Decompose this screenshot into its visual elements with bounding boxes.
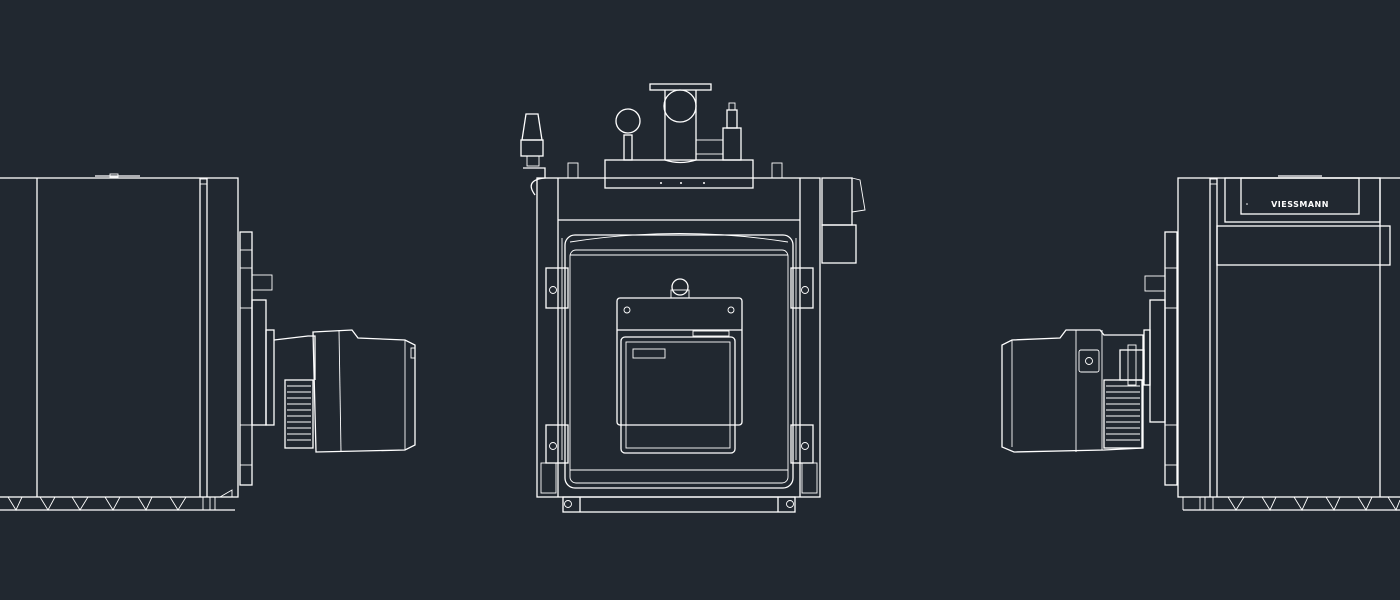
safety-valve xyxy=(520,113,546,196)
brand-logo: VIESSMANN xyxy=(1271,200,1329,209)
boiler-body xyxy=(1177,175,1400,498)
front-view xyxy=(520,83,866,513)
inspection-door xyxy=(616,278,743,454)
burner-mount-plate xyxy=(239,231,273,486)
boiler-base-feet xyxy=(1182,496,1400,511)
control-box xyxy=(821,177,866,264)
burner xyxy=(1001,329,1145,453)
flue-pipe xyxy=(649,83,724,164)
hinge-brackets xyxy=(540,267,818,494)
front-base xyxy=(562,496,796,513)
logo-panel: VIESSMANN xyxy=(1216,177,1391,266)
air-vent-valve xyxy=(722,102,742,161)
boiler-body xyxy=(0,173,239,498)
boiler-base-feet xyxy=(0,489,235,511)
left-side-view xyxy=(0,173,416,511)
right-side-view: VIESSMANN xyxy=(1001,175,1400,511)
pressure-gauge xyxy=(615,108,641,161)
burner xyxy=(265,329,416,453)
top-fittings-plate xyxy=(567,159,783,189)
burner-mount-plate xyxy=(1143,231,1178,486)
burner-door-frame xyxy=(564,233,794,489)
